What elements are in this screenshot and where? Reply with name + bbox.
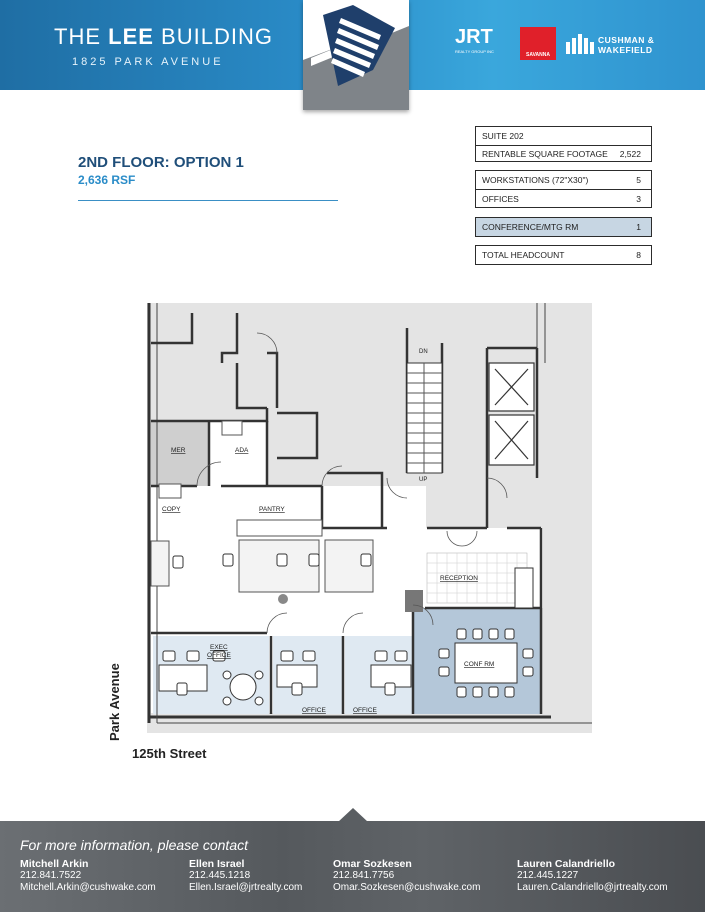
label-office-2: OFFICE <box>353 707 377 714</box>
headcount-row: TOTAL HEADCOUNT 8 <box>476 246 651 264</box>
label-exec-1: EXEC <box>210 644 228 651</box>
headcount-value: 8 <box>636 250 641 260</box>
workstations-value: 5 <box>636 175 641 185</box>
jrt-logo-subtext: REALTY GROUP INC <box>455 49 494 54</box>
workstation-chairs <box>172 553 372 569</box>
contact-name: Mitchell Arkin <box>20 858 89 870</box>
label-dn: DN <box>419 349 428 355</box>
building-title: THE LEE BUILDING <box>54 24 273 49</box>
conference-furniture <box>438 628 534 698</box>
office-1-furniture <box>276 650 318 696</box>
rsf-value: 2,522 <box>619 149 641 159</box>
cushman-wakefield-icon <box>566 34 594 54</box>
conference-row: CONFERENCE/MTG RM 1 <box>476 218 651 236</box>
workstations-box: WORKSTATIONS (72"X30") 5 OFFICES 3 <box>475 170 652 208</box>
label-mer: MER <box>171 447 186 454</box>
contact-name: Omar Sozkesen <box>333 858 412 870</box>
suite-row: SUITE 202 <box>476 127 651 145</box>
label-exec-2: OFFICE <box>207 652 231 659</box>
jrt-logo: JRT <box>455 26 493 48</box>
suite-box: SUITE 202 RENTABLE SQUARE FOOTAGE 2,522 <box>475 126 652 162</box>
contact-phone[interactable]: 212.841.7522 <box>20 870 82 881</box>
offices-value: 3 <box>636 194 641 204</box>
contact-email[interactable]: Omar.Sozkesen@cushwake.com <box>333 882 481 893</box>
exec-office-furniture <box>158 650 264 706</box>
workstations-label: WORKSTATIONS (72"X30") <box>482 175 589 185</box>
floor-plan: MER ADA COPY PANTRY DN UP RECEPTION EXEC… <box>147 303 592 733</box>
contact-phone[interactable]: 212.445.1218 <box>189 870 251 881</box>
conference-box: CONFERENCE/MTG RM 1 <box>475 217 652 237</box>
headcount-label: TOTAL HEADCOUNT <box>482 250 565 260</box>
reception-floor <box>405 552 534 612</box>
park-avenue-label: Park Avenue <box>107 663 122 741</box>
conference-value: 1 <box>636 222 641 232</box>
column <box>278 594 288 604</box>
label-office-1: OFFICE <box>302 707 326 714</box>
savanna-logo-text: SAVANNA <box>526 52 550 58</box>
contact-card: Omar Sozkesen 212.841.7756 Omar.Sozkesen… <box>333 858 480 894</box>
pantry-counter <box>236 519 323 537</box>
contact-phone[interactable]: 212.445.1227 <box>517 870 579 881</box>
sidebar-desk <box>150 540 170 587</box>
office-2-furniture <box>370 650 412 696</box>
contact-email[interactable]: Ellen.Israel@jrtrealty.com <box>189 882 303 893</box>
label-conf-rm: CONF RM <box>464 661 494 668</box>
rsf-label: RENTABLE SQUARE FOOTAGE <box>482 149 608 159</box>
footer-notch <box>338 808 368 822</box>
ada-sink <box>221 420 243 436</box>
desk-cluster-2 <box>324 539 374 593</box>
offices-label: OFFICES <box>482 194 519 204</box>
contact-intro: For more information, please contact <box>20 837 248 853</box>
option-title: 2ND FLOOR: OPTION 1 <box>78 154 244 171</box>
footer <box>0 821 705 912</box>
contact-email[interactable]: Mitchell.Arkin@cushwake.com <box>20 882 156 893</box>
headcount-box: TOTAL HEADCOUNT 8 <box>475 245 652 265</box>
savanna-logo <box>520 27 556 60</box>
elevators <box>488 362 535 466</box>
contact-name: Lauren Calandriello <box>517 858 616 870</box>
rsf-row: RENTABLE SQUARE FOOTAGE 2,522 <box>476 145 651 163</box>
label-copy: COPY <box>162 506 181 513</box>
offices-row: OFFICES 3 <box>476 189 651 208</box>
contact-email[interactable]: Lauren.Calandriello@jrtrealty.com <box>517 882 668 893</box>
contact-card: Ellen Israel 212.445.1218 Ellen.Israel@j… <box>189 858 302 894</box>
contact-card: Lauren Calandriello 212.445.1227 Lauren.… <box>517 858 668 894</box>
building-logo <box>303 0 409 110</box>
suite-label: SUITE 202 <box>482 131 524 141</box>
cushman-wakefield-logo: CUSHMAN &WAKEFIELD <box>598 35 655 55</box>
label-ada: ADA <box>235 447 249 454</box>
contact-name: Ellen Israel <box>189 858 245 870</box>
label-pantry: PANTRY <box>259 506 285 513</box>
stairs <box>406 362 443 474</box>
label-up: UP <box>419 477 427 483</box>
contact-card: Mitchell Arkin 212.841.7522 Mitchell.Ark… <box>20 858 156 894</box>
street-label: 125th Street <box>132 746 207 761</box>
conference-label: CONFERENCE/MTG RM <box>482 222 579 232</box>
copy-machine <box>158 483 182 499</box>
title-divider <box>78 200 338 201</box>
workstations-row: WORKSTATIONS (72"X30") 5 <box>476 171 651 189</box>
contact-phone[interactable]: 212.841.7756 <box>333 870 395 881</box>
label-reception: RECEPTION <box>440 575 478 582</box>
building-address: 1825 PARK AVENUE <box>72 56 224 68</box>
desk-cluster-1 <box>238 539 320 593</box>
door-swings <box>196 332 508 634</box>
option-rsf: 2,636 RSF <box>78 173 136 187</box>
